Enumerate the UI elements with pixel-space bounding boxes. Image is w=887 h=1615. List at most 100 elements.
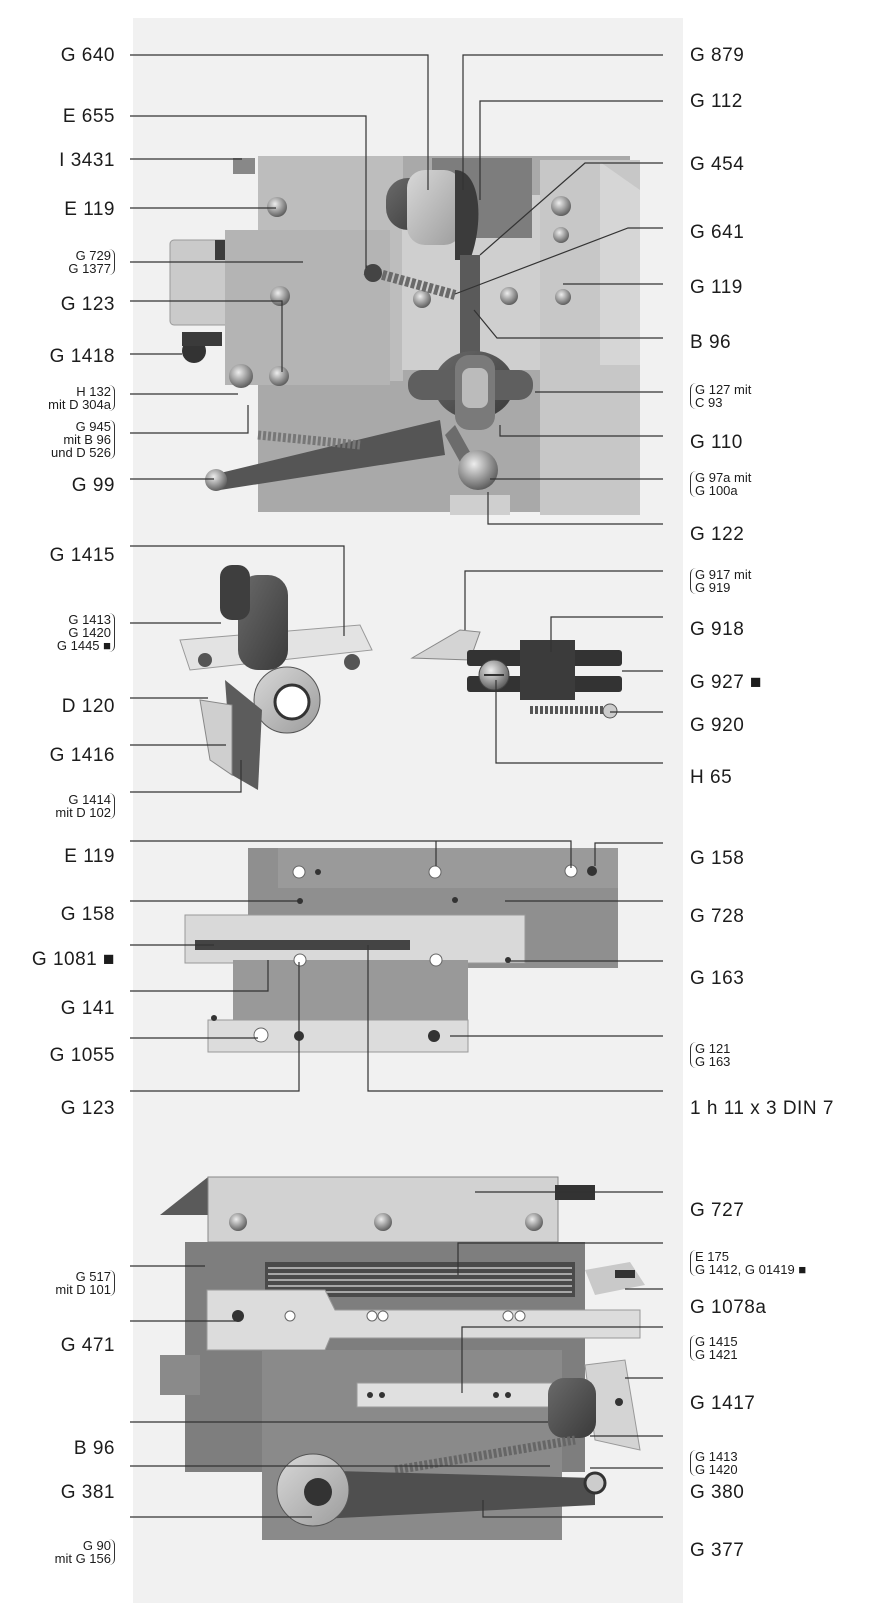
- part-label-line: G 920: [690, 714, 745, 736]
- part-label-line: G 123: [60, 293, 115, 315]
- part-label-line: D 120: [61, 695, 115, 717]
- part-label-r25: G 1417: [690, 1394, 755, 1413]
- part-label-line: G 99: [71, 474, 115, 496]
- part-label-l23: G 471: [61, 1336, 115, 1355]
- part-label-line: mit D 304a: [48, 397, 111, 412]
- part-label-line: G 917 mit: [695, 567, 752, 582]
- part-label-l18: G 1081 ■: [32, 950, 115, 969]
- part-label-l13: D 120: [62, 697, 115, 716]
- part-label-line: G 377: [690, 1539, 745, 1561]
- part-label-line: G 121: [695, 1041, 731, 1056]
- part-label-line: B 96: [690, 331, 732, 353]
- part-label-r6: B 96: [690, 333, 731, 352]
- part-label-line: G 1445 ■: [56, 637, 111, 653]
- part-label-r10: G 122: [690, 525, 744, 544]
- part-label-l2: E 655: [63, 107, 115, 126]
- part-label-line: G 945: [75, 418, 111, 434]
- part-label-l10: G 99: [72, 476, 115, 495]
- part-label-line: mit D 101: [55, 1282, 111, 1297]
- part-label-l4: E 119: [64, 200, 115, 219]
- part-label-r3: G 454: [690, 155, 744, 174]
- part-label-r13: G 927 ■: [690, 673, 762, 692]
- part-label-line: G 1078a: [690, 1296, 767, 1318]
- part-label-line: G 163: [695, 1054, 731, 1069]
- lower-mechanism: [160, 1176, 645, 1540]
- part-label-l20: G 1055: [50, 1046, 115, 1065]
- part-label-line: G 380: [690, 1481, 745, 1503]
- part-label-l3: I 3431: [59, 151, 115, 170]
- part-label-r20: 1 h 11 x 3 DIN 7: [690, 1099, 834, 1118]
- part-label-line: G 158: [60, 903, 115, 925]
- part-label-line: G 141: [60, 997, 115, 1019]
- part-label-line: G 1377: [68, 261, 111, 276]
- part-label-line: G 1416: [49, 744, 115, 766]
- part-label-r18: G 163: [690, 969, 744, 988]
- part-label-line: E 119: [64, 845, 115, 867]
- part-label-r17: G 728: [690, 907, 744, 926]
- part-label-line: G 112: [690, 90, 743, 112]
- part-label-line: G 1055: [49, 1044, 115, 1066]
- part-label-l6: G 123: [61, 295, 115, 314]
- part-label-l17: G 158: [61, 905, 115, 924]
- part-label-r28: G 377: [690, 1541, 744, 1560]
- part-label-line: G 729: [75, 248, 111, 263]
- part-label-r23: G 1078a: [690, 1298, 766, 1317]
- part-label-line: G 727: [690, 1199, 745, 1221]
- part-label-line: G 1413: [68, 611, 111, 627]
- part-label-line: G 127 mit: [695, 382, 752, 397]
- part-label-line: G 927 ■: [690, 671, 763, 693]
- part-label-line: G 119: [690, 276, 743, 298]
- part-label-l21: G 123: [61, 1099, 115, 1118]
- part-label-line: 1 h 11 x 3 DIN 7: [690, 1097, 834, 1119]
- part-label-line: G 1418: [49, 345, 115, 367]
- part-label-line: E 175: [695, 1249, 729, 1264]
- part-label-line: G 918: [690, 618, 745, 640]
- part-label-line: und D 526: [51, 444, 111, 460]
- part-label-r14: G 920: [690, 716, 744, 735]
- part-label-l11: G 1415: [50, 546, 115, 565]
- part-label-l14: G 1416: [50, 746, 115, 765]
- part-label-line: G 110: [690, 431, 743, 453]
- part-label-line: H 132: [76, 384, 111, 399]
- part-label-line: G 100a: [695, 483, 738, 498]
- part-label-line: G 471: [60, 1334, 115, 1356]
- part-label-l24: B 96: [74, 1439, 115, 1458]
- part-label-line: E 655: [62, 105, 115, 127]
- part-label-line: G 728: [690, 905, 745, 927]
- part-label-l19: G 141: [61, 999, 115, 1018]
- part-label-line: G 454: [690, 153, 745, 175]
- part-label-r12: G 918: [690, 620, 744, 639]
- right-assembly: [410, 629, 622, 719]
- part-label-line: G 97a mit: [695, 470, 752, 485]
- part-label-line: G 123: [60, 1097, 115, 1119]
- part-label-line: G 381: [60, 1481, 115, 1503]
- part-label-r8: G 110: [690, 433, 743, 452]
- part-label-r27: G 380: [690, 1483, 744, 1502]
- part-label-l7: G 1418: [50, 347, 115, 366]
- part-label-line: B 96: [73, 1437, 115, 1459]
- part-label-line: G 122: [690, 523, 745, 545]
- part-label-line: mit B 96: [63, 431, 111, 447]
- leader-lines: [130, 54, 663, 1518]
- part-label-line: G 158: [690, 847, 745, 869]
- part-label-r5: G 119: [690, 278, 743, 297]
- part-label-l1: G 640: [61, 46, 115, 65]
- part-label-line: mit G 156: [54, 1551, 111, 1566]
- part-label-line: G 1417: [690, 1392, 756, 1414]
- part-label-line: G 1412, G 01419 ■: [695, 1262, 807, 1277]
- part-label-line: G 1420: [695, 1462, 738, 1477]
